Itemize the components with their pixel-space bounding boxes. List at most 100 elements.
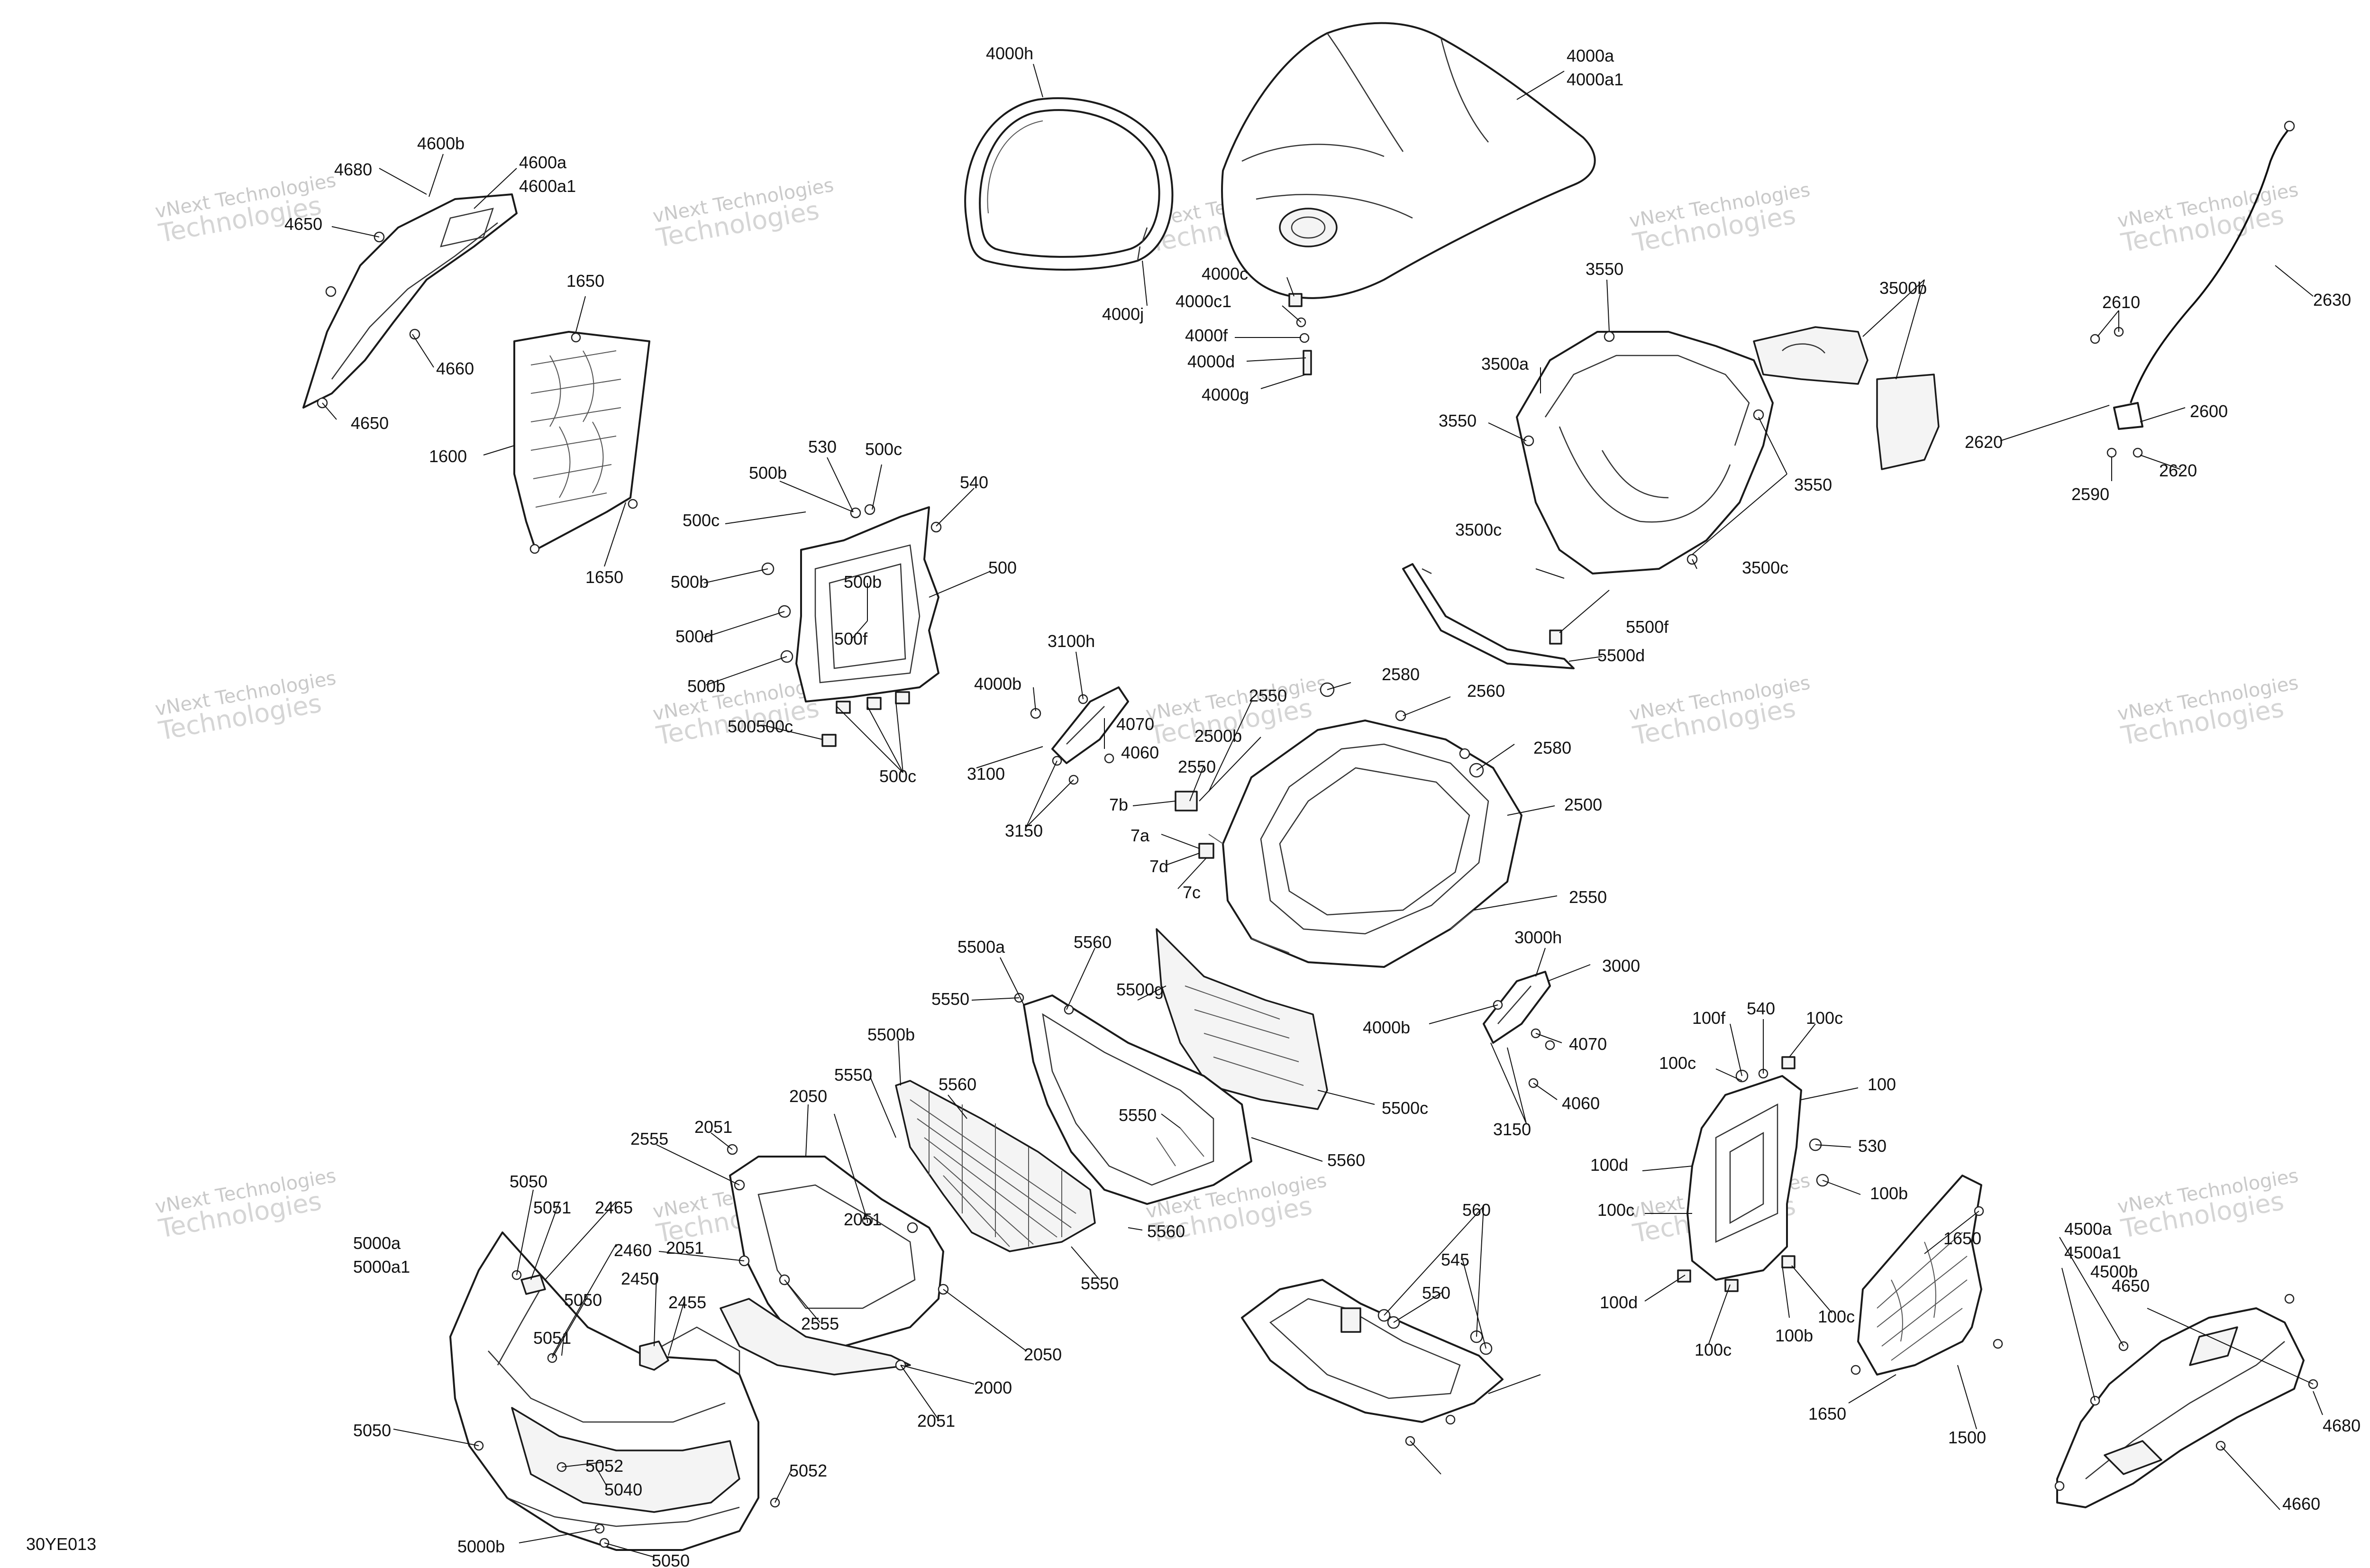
- callout-label: 5040: [604, 1480, 642, 1499]
- callout-label: 5050: [652, 1551, 690, 1568]
- callout-label: 5550: [834, 1065, 872, 1085]
- part-panel-5500c: [1156, 928, 1328, 1110]
- watermark-1: vNext Technologies Technologies: [154, 169, 338, 248]
- diagram-code: 30YE013: [26, 1534, 96, 1554]
- callout-label: 500b: [687, 676, 725, 696]
- callout-label: 2465: [595, 1198, 633, 1217]
- callout-label: 4650: [351, 413, 389, 433]
- callout-label: 2050: [789, 1086, 827, 1106]
- callout-label: 5000a: [353, 1233, 401, 1253]
- callout-label: 4070: [1116, 714, 1154, 734]
- callout-label: 2455: [668, 1293, 706, 1312]
- callout-label: 3550: [1794, 475, 1832, 494]
- callout-label: 5560: [1147, 1222, 1185, 1241]
- part-side-panel-right: [2054, 1294, 2318, 1508]
- part-mesh-grille: [895, 1080, 1096, 1252]
- callout-label: 5550: [931, 989, 969, 1009]
- callout-label: 5500b: [867, 1025, 915, 1044]
- callout-label: 5560: [1074, 932, 1112, 952]
- callout-label: 4660: [436, 359, 474, 378]
- callout-label: 2580: [1533, 738, 1571, 757]
- callout-label: 2620: [1965, 432, 2003, 452]
- callout-label: 2050: [1024, 1345, 1062, 1364]
- callout-label: 2630: [2313, 290, 2351, 310]
- callout-label: 4500b: [2090, 1262, 2138, 1281]
- callout-label: 2550: [1569, 887, 1607, 907]
- callout-label: 530: [808, 437, 837, 456]
- callout-label: 5550: [1119, 1105, 1157, 1125]
- callout-label: 500c: [865, 439, 902, 459]
- callout-label: 4000d: [1187, 352, 1235, 371]
- callout-label: 7a: [1130, 826, 1150, 845]
- callout-label: 1650: [585, 567, 623, 587]
- callout-label: 5052: [789, 1461, 827, 1480]
- callout-label: 560: [1462, 1200, 1491, 1220]
- callout-label: 7c: [1183, 883, 1201, 902]
- part-support-2050: [720, 1144, 949, 1376]
- callout-label: 4680: [334, 160, 372, 179]
- callout-label: 4650: [2112, 1276, 2150, 1295]
- callout-label: 2620: [2159, 461, 2197, 480]
- callout-label: 5051: [533, 1328, 571, 1348]
- callout-label: 5550: [1081, 1274, 1119, 1293]
- callout-label: 500: [988, 558, 1017, 577]
- callout-label: 4060: [1121, 743, 1159, 762]
- callout-label: 4060: [1562, 1094, 1600, 1113]
- callout-label: 5500a: [957, 937, 1005, 957]
- callout-label: 2500b: [1194, 726, 1242, 746]
- callout-label: 4000a1: [1567, 70, 1623, 89]
- part-front-frame: [1175, 682, 1522, 968]
- part-seat-hardware: [1288, 293, 1312, 375]
- callout-label: 100: [1868, 1075, 1896, 1094]
- callout-label: 1600: [429, 447, 467, 466]
- callout-label: 2051: [666, 1238, 704, 1258]
- callout-label: 500b: [671, 572, 709, 592]
- watermark-4: vNext Technologies Technologies: [1628, 179, 1812, 258]
- callout-label: 500c: [879, 766, 916, 786]
- callout-label: 4070: [1569, 1034, 1607, 1054]
- callout-label: 545: [1441, 1250, 1469, 1269]
- part-seat: [1137, 22, 1596, 299]
- part-small-bracket: [520, 1274, 669, 1371]
- callout-label: 550: [1422, 1283, 1450, 1303]
- callout-label: 5000b: [457, 1537, 505, 1556]
- callout-label: 3550: [1439, 411, 1477, 430]
- callout-label: 2450: [621, 1269, 659, 1288]
- callout-label: 4000a: [1567, 46, 1614, 65]
- callout-label: 2051: [844, 1210, 882, 1229]
- callout-label: 5052: [585, 1456, 623, 1476]
- callout-label: 4500a1: [2064, 1243, 2121, 1262]
- callout-label: 5050: [510, 1172, 547, 1191]
- part-cable: [2090, 120, 2295, 458]
- watermark-5: vNext Technologies Technologies: [2116, 179, 2300, 258]
- callout-label: 4600b: [417, 134, 465, 153]
- callout-labels: 4000h 4000a 4000a1 4600b 4680 4600a 4600…: [26, 44, 2361, 1568]
- callout-label: 500f: [834, 629, 868, 648]
- callout-label: 5050: [353, 1421, 391, 1440]
- callout-label: 2051: [694, 1117, 732, 1137]
- callout-label: 4000c1: [1176, 292, 1231, 311]
- callout-label: 500c: [683, 511, 720, 530]
- callout-label: 530: [1858, 1136, 1887, 1156]
- callout-label: 100c: [1695, 1340, 1732, 1359]
- callout-label: 100c: [1818, 1307, 1855, 1326]
- callout-label: 3100: [967, 764, 1005, 784]
- callout-label: 2000: [974, 1378, 1012, 1397]
- callout-label: 100d: [1600, 1293, 1638, 1312]
- callout-label: 1650: [1943, 1229, 1981, 1248]
- callout-label: 5050: [564, 1290, 602, 1310]
- part-front-fascia: [449, 1231, 780, 1551]
- callout-label: 4600a: [519, 153, 567, 172]
- callout-label: 5500g: [1116, 980, 1164, 999]
- part-seal-ring: [964, 97, 1174, 271]
- callout-label: 4680: [2323, 1416, 2361, 1435]
- callout-label: 4000f: [1185, 326, 1228, 345]
- callout-label: 4650: [284, 214, 322, 234]
- callout-label: 100b: [1775, 1326, 1813, 1345]
- callout-label: 5500d: [1597, 646, 1645, 665]
- callout-label: 7b: [1109, 795, 1128, 814]
- callout-label: 5560: [1327, 1150, 1365, 1170]
- callout-label: 3100h: [1048, 631, 1095, 651]
- callout-label: 3500c: [1742, 558, 1788, 577]
